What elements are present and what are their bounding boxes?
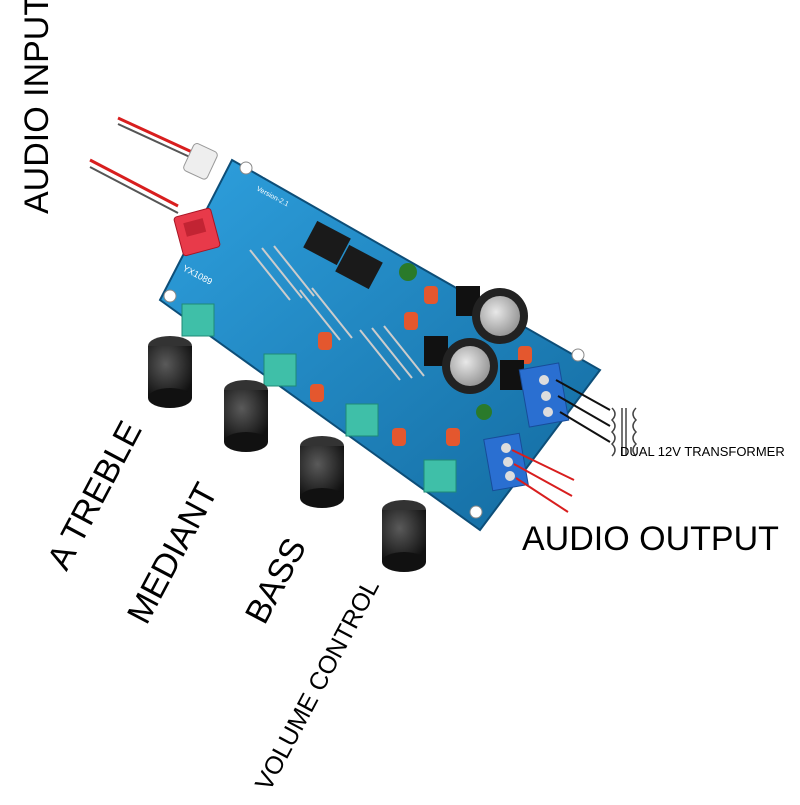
- transformer-label: DUAL 12V TRANSFORMER: [620, 444, 785, 459]
- audio-input-wires: [89, 116, 218, 214]
- potentiometer-bodies: [181, 303, 457, 493]
- audio-output-label: AUDIO OUTPUT: [522, 520, 779, 558]
- voltage-regulators: [424, 286, 524, 390]
- resistor-array: [249, 245, 425, 381]
- capacitor-icon: [310, 286, 532, 446]
- audio-output-wires: [511, 449, 575, 513]
- rca-plug-icon: [173, 207, 221, 257]
- audio-input-label: AUDIO INPUT: [18, 0, 56, 214]
- potentiometer-knob-icon: [148, 336, 426, 572]
- transformer-wires: [555, 379, 611, 443]
- electrolytic-capacitors: [399, 263, 528, 420]
- ic-chip-icon: [303, 220, 383, 290]
- terminal-block-icon: [483, 362, 570, 492]
- transformer-icon: [610, 407, 638, 457]
